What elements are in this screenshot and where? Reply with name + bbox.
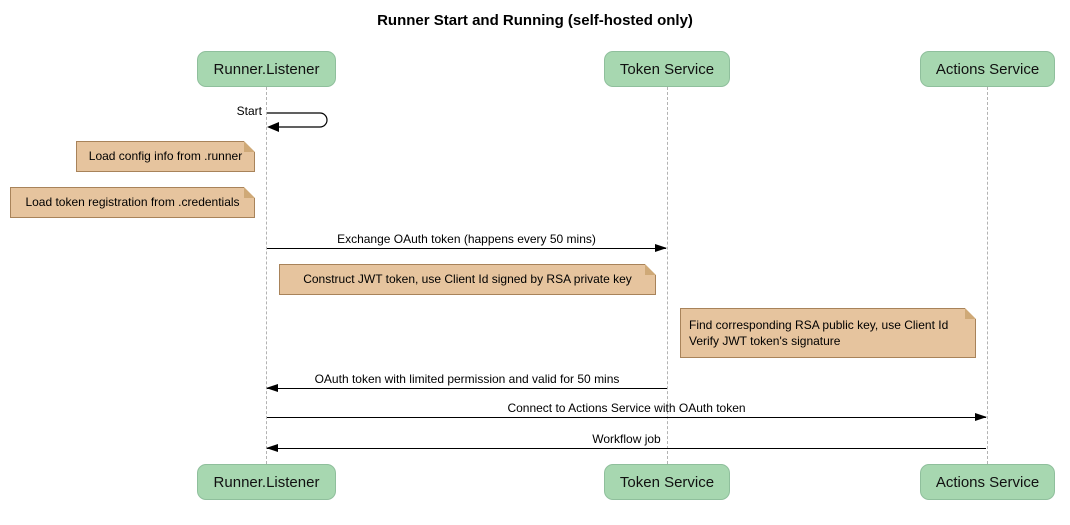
message-connect-actions: Connect to Actions Service with OAuth to… <box>267 401 987 421</box>
note-load-token-registration: Load token registration from .credential… <box>10 187 255 218</box>
lifeline-actions-service <box>987 87 988 464</box>
note-construct-jwt: Construct JWT token, use Client Id signe… <box>279 264 656 295</box>
message-label: OAuth token with limited permission and … <box>314 372 620 386</box>
actor-actions-service-bottom: Actions Service <box>920 464 1055 500</box>
actor-label: Actions Service <box>935 60 1040 78</box>
arrow-right <box>267 244 667 252</box>
actor-runner-listener-top: Runner.Listener <box>197 51 336 87</box>
message-label: Exchange OAuth token (happens every 50 m… <box>337 232 596 246</box>
actor-label: Runner.Listener <box>213 473 320 491</box>
lifeline-runner-listener <box>266 87 267 464</box>
message-label: Workflow job <box>592 432 661 446</box>
actor-actions-service-top: Actions Service <box>920 51 1055 87</box>
self-loop-arrow <box>267 112 328 132</box>
note-text-line-2: Verify JWT token's signature <box>689 334 841 348</box>
message-workflow-job: Workflow job <box>266 432 986 452</box>
message-exchange-oauth: Exchange OAuth token (happens every 50 m… <box>267 232 667 252</box>
message-oauth-token-return: OAuth token with limited permission and … <box>266 372 667 392</box>
actor-token-service-top: Token Service <box>604 51 730 87</box>
arrow-right <box>267 413 987 421</box>
diagram-title: Runner Start and Running (self-hosted on… <box>377 12 693 29</box>
actor-label: Token Service <box>619 473 715 491</box>
arrow-left <box>266 384 667 392</box>
message-label: Connect to Actions Service with OAuth to… <box>507 401 746 415</box>
note-text: Load token registration from .credential… <box>25 195 240 209</box>
arrow-left <box>266 444 986 452</box>
actor-runner-listener-bottom: Runner.Listener <box>197 464 336 500</box>
note-text: Construct JWT token, use Client Id signe… <box>303 272 632 286</box>
note-load-config: Load config info from .runner <box>76 141 255 172</box>
note-text: Load config info from .runner <box>88 149 243 163</box>
actor-label: Token Service <box>619 60 715 78</box>
note-verify-jwt: Find corresponding RSA public key, use C… <box>680 308 976 358</box>
actor-label: Actions Service <box>935 473 1040 491</box>
message-start-label: Start <box>236 104 262 118</box>
actor-label: Runner.Listener <box>213 60 320 78</box>
actor-token-service-bottom: Token Service <box>604 464 730 500</box>
lifeline-token-service <box>667 87 668 464</box>
note-text-line-1: Find corresponding RSA public key, use C… <box>689 318 949 332</box>
